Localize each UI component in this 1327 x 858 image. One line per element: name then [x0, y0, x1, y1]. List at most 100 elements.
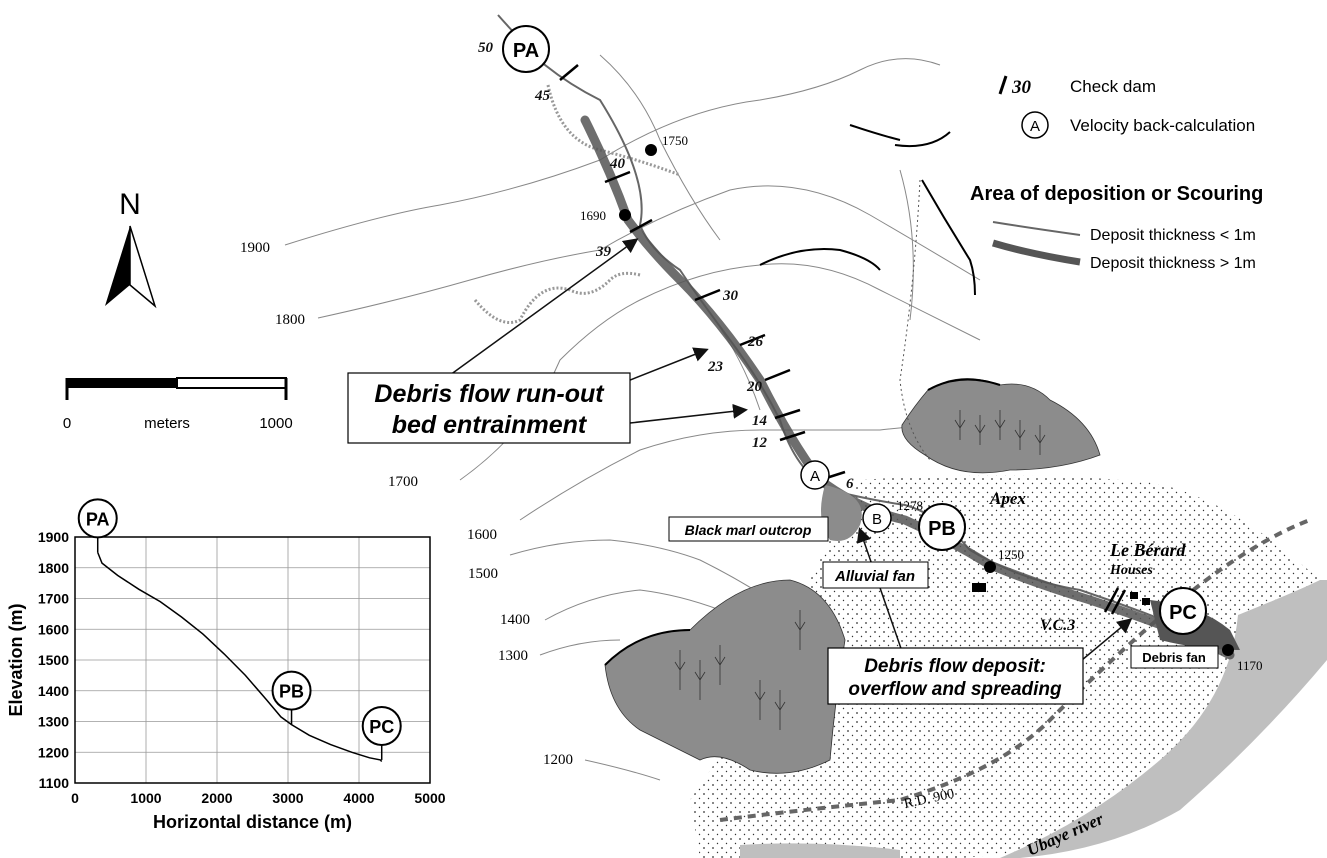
check-dam-label: 23	[707, 359, 724, 375]
road-rd900	[719, 518, 1311, 822]
track	[899, 179, 931, 461]
check-dam-symbol	[998, 75, 1008, 95]
runout-callout: Debris flow run-out bed entrainment	[347, 372, 631, 444]
check-dam-label: 26	[747, 334, 764, 350]
river-bank	[1000, 580, 1327, 858]
black-marl-outcrop	[821, 485, 862, 541]
spot-height: 1278	[897, 498, 923, 513]
scale-unit: meters	[144, 415, 190, 432]
deposit-callout: Debris flow deposit: overflow and spread…	[827, 647, 1084, 705]
x-tick-label: 5000	[414, 790, 445, 806]
x-tick-label: 3000	[272, 790, 303, 806]
svg-text:PB: PB	[928, 518, 956, 540]
profile-point-pb: PB	[918, 503, 966, 551]
svg-text:PB: PB	[279, 682, 304, 702]
legend-check-dam-number: 30	[1011, 77, 1032, 98]
x-tick-labels: 0 1000 2000 3000 4000 5000	[71, 790, 446, 806]
spot-height: 1250	[998, 547, 1024, 562]
check-dam-label: 39	[595, 244, 612, 260]
trails	[473, 84, 681, 324]
contour-label: 1800	[275, 312, 305, 328]
svg-text:A: A	[810, 468, 820, 485]
legend-thin-label: Deposit thickness < 1m	[1090, 227, 1256, 244]
svg-text:overflow and spreading: overflow and spreading	[848, 679, 1062, 700]
svg-text:bed entrainment: bed entrainment	[392, 411, 588, 439]
scale-bar: 0 meters 1000	[63, 377, 293, 432]
thick-deposit-symbol	[992, 239, 1081, 266]
y-axis-label: Elevation (m)	[6, 603, 26, 716]
check-dam-label: 40	[609, 156, 626, 172]
profile-marker: PB	[271, 670, 312, 725]
profile-markers: PA PB PC	[77, 498, 402, 760]
map-legend: 30 Check dam A Velocity back-calculation…	[970, 75, 1263, 272]
contour-label: 1200	[543, 752, 573, 768]
vc3-label: V.C.3	[1040, 617, 1075, 634]
check-dam-marks	[559, 64, 1127, 615]
north-arrow: N	[105, 188, 157, 309]
river-bank	[740, 843, 900, 858]
contour-label: 1400	[500, 612, 530, 628]
svg-text:PA: PA	[86, 509, 110, 529]
velocity-point-a: A	[800, 460, 830, 490]
legend-area-title: Area of deposition or Scouring	[970, 183, 1263, 205]
y-tick-label: 1400	[38, 683, 69, 699]
svg-text:PC: PC	[1169, 602, 1197, 624]
spot-height: 1690	[580, 208, 606, 223]
svg-text:Debris flow run-out: Debris flow run-out	[374, 380, 605, 408]
svg-text:PC: PC	[369, 717, 394, 737]
debris-fan-callout: Debris fan	[1130, 645, 1219, 669]
contour-label: 1700	[388, 474, 418, 490]
alluvial-callout: Alluvial fan	[822, 561, 929, 589]
x-tick-label: 4000	[343, 790, 374, 806]
village-label: Le Bérard	[1109, 540, 1186, 560]
houses	[972, 583, 1150, 605]
spot-height: 1750	[662, 133, 688, 148]
chart-grid	[74, 536, 431, 784]
scarp-edges	[604, 124, 1001, 666]
y-tick-label: 1700	[38, 591, 69, 607]
legend-check-dam-label: Check dam	[1070, 77, 1156, 96]
check-dam-label: 6	[846, 476, 854, 492]
vegetation-marks	[674, 410, 1046, 730]
legend-velocity-label: Velocity back-calculation	[1070, 116, 1255, 135]
svg-text:B: B	[872, 511, 882, 528]
check-dam-label: 45	[534, 88, 551, 104]
marl-callout: Black marl outcrop	[668, 516, 829, 542]
y-tick-label: 1100	[39, 775, 70, 791]
contour-label: 1300	[498, 648, 528, 664]
y-tick-label: 1300	[38, 714, 69, 730]
x-tick-label: 2000	[201, 790, 232, 806]
check-dam-label: 12	[752, 435, 768, 451]
check-dam-labels: 50 45 40 39 30 26 23 20 14 12 6	[478, 40, 854, 492]
y-tick-label: 1600	[38, 621, 69, 637]
profile-marker: PC	[361, 705, 402, 760]
scale-end: 1000	[259, 415, 292, 432]
legend-thick-label: Deposit thickness > 1m	[1090, 255, 1256, 272]
check-dam-label: 50	[478, 40, 494, 56]
svg-text:Alluvial fan: Alluvial fan	[834, 568, 915, 585]
svg-text:Debris fan: Debris fan	[1142, 650, 1206, 665]
profile-marker: PA	[77, 498, 118, 553]
y-tick-label: 1200	[38, 744, 69, 760]
check-dam-label: 20	[746, 379, 763, 395]
y-tick-label: 1900	[38, 529, 69, 545]
profile-line	[97, 552, 383, 762]
contour-lines	[284, 54, 1051, 781]
check-dam-label: 14	[752, 413, 768, 429]
apex-label: Apex	[989, 489, 1026, 508]
y-tick-label: 1500	[38, 652, 69, 668]
check-dam-label: 30	[722, 288, 739, 304]
profile-point-pc: PC	[1159, 587, 1207, 635]
legend-velocity-letter: A	[1030, 118, 1040, 135]
x-tick-label: 1000	[130, 790, 161, 806]
spot-height: 1170	[1237, 658, 1263, 673]
x-axis-label: Horizontal distance (m)	[153, 812, 352, 832]
profile-point-pa: PA	[502, 25, 550, 73]
svg-text:Black marl outcrop: Black marl outcrop	[685, 522, 812, 538]
velocity-point-b: B	[862, 503, 892, 533]
x-tick-label: 0	[71, 790, 79, 806]
contour-label: 1600	[467, 527, 497, 543]
velocity-symbol	[1021, 111, 1049, 139]
chart-frame	[74, 536, 431, 784]
